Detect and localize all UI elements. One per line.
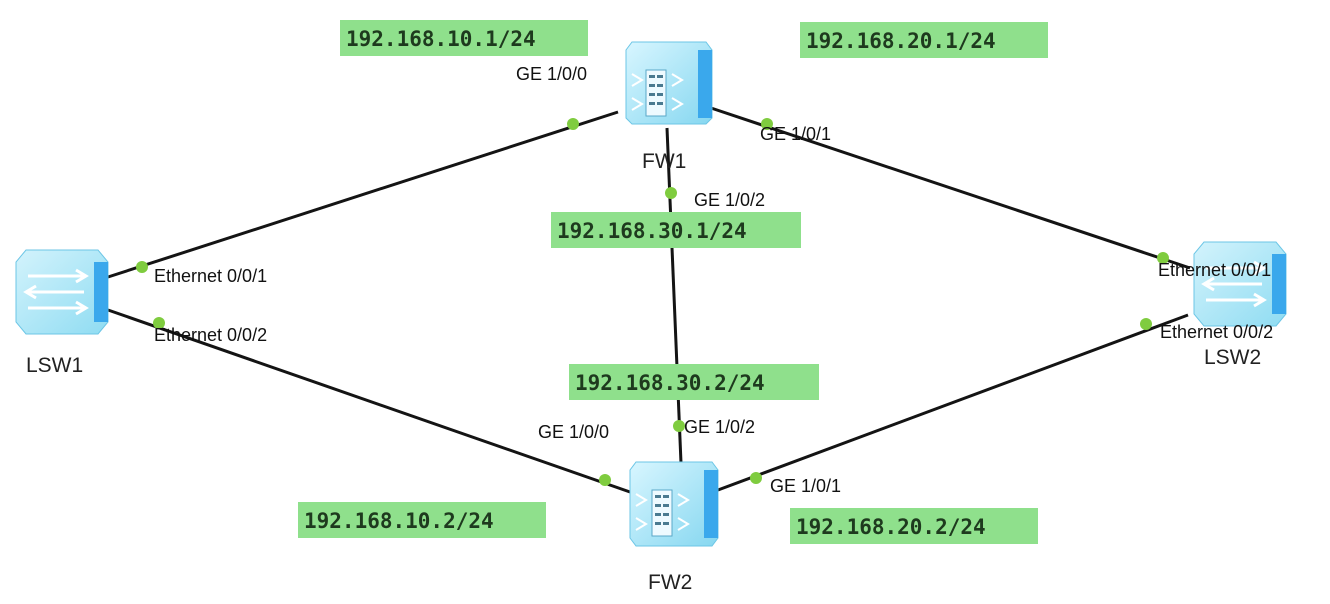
port-dot-lsw1-eth002[interactable] (153, 317, 165, 329)
port-dot-lsw1-eth001[interactable] (136, 261, 148, 273)
lsw1-label: LSW1 (26, 354, 83, 377)
link-lsw2-fw2 (717, 313, 1189, 492)
port-dot-lsw2-eth001[interactable] (1157, 252, 1169, 264)
port-label-fw2-ge100: GE 1/0/0 (538, 422, 609, 442)
port-label-lsw2-eth002: Ethernet 0/0/2 (1160, 322, 1273, 342)
port-dot-fw1-ge102[interactable] (665, 187, 677, 199)
ip-label-fw2-ge100: 192.168.10.2/24 (298, 502, 546, 538)
lsw1-device[interactable]: LSW1 (15, 249, 109, 377)
port-dot-fw1-ge100[interactable] (567, 118, 579, 130)
svg-text:192.168.30.2/24: 192.168.30.2/24 (575, 371, 765, 395)
port-dot-fw2-ge101[interactable] (750, 472, 762, 484)
svg-text:192.168.20.2/24: 192.168.20.2/24 (796, 515, 986, 539)
ip-label-fw2-ge102: 192.168.30.2/24 (569, 364, 819, 400)
switch-icon (15, 249, 109, 335)
ip-label-fw2-ge101: 192.168.20.2/24 (790, 508, 1038, 544)
link-lsw1-fw2 (107, 308, 631, 494)
lsw2-label: LSW2 (1204, 346, 1261, 369)
ip-label-fw1-ge100: 192.168.10.1/24 (340, 20, 588, 56)
port-label-fw2-ge102: GE 1/0/2 (684, 417, 755, 437)
port-label-fw2-ge101: GE 1/0/1 (770, 476, 841, 496)
port-dot-fw2-ge102[interactable] (673, 420, 685, 432)
switch-icon (1193, 241, 1287, 327)
ip-label-fw1-ge101: 192.168.20.1/24 (800, 22, 1048, 58)
port-label-lsw1-eth001: Ethernet 0/0/1 (154, 266, 267, 286)
svg-text:192.168.30.1/24: 192.168.30.1/24 (557, 219, 747, 243)
ip-label-fw1-ge102: 192.168.30.1/24 (551, 212, 801, 248)
fw2-label: FW2 (648, 571, 692, 594)
port-label-lsw2-eth001: Ethernet 0/0/1 (1158, 260, 1271, 280)
fw1-label: FW1 (642, 150, 686, 173)
port-label-lsw1-eth002: Ethernet 0/0/2 (154, 325, 267, 345)
link-fw1-lsw1 (107, 110, 619, 279)
lsw2-device[interactable]: LSW2 (1193, 241, 1287, 369)
port-label-fw1-ge101: GE 1/0/1 (760, 124, 831, 144)
firewall-icon (629, 461, 719, 547)
firewall-icon (625, 41, 713, 125)
port-label-fw1-ge102: GE 1/0/2 (694, 190, 765, 210)
link-fw1-fw2 (665, 127, 683, 464)
svg-text:192.168.20.1/24: 192.168.20.1/24 (806, 29, 996, 53)
port-dot-lsw2-eth002[interactable] (1140, 318, 1152, 330)
port-dot-fw2-ge100[interactable] (599, 474, 611, 486)
svg-text:192.168.10.1/24: 192.168.10.1/24 (346, 27, 536, 51)
fw1-device[interactable]: FW1 (625, 41, 713, 173)
fw2-device[interactable]: FW2 (629, 461, 719, 594)
link-fw1-lsw2 (707, 105, 1191, 270)
port-label-fw1-ge100: GE 1/0/0 (516, 64, 587, 84)
port-dot-fw1-ge101[interactable] (761, 118, 773, 130)
svg-text:192.168.10.2/24: 192.168.10.2/24 (304, 509, 494, 533)
